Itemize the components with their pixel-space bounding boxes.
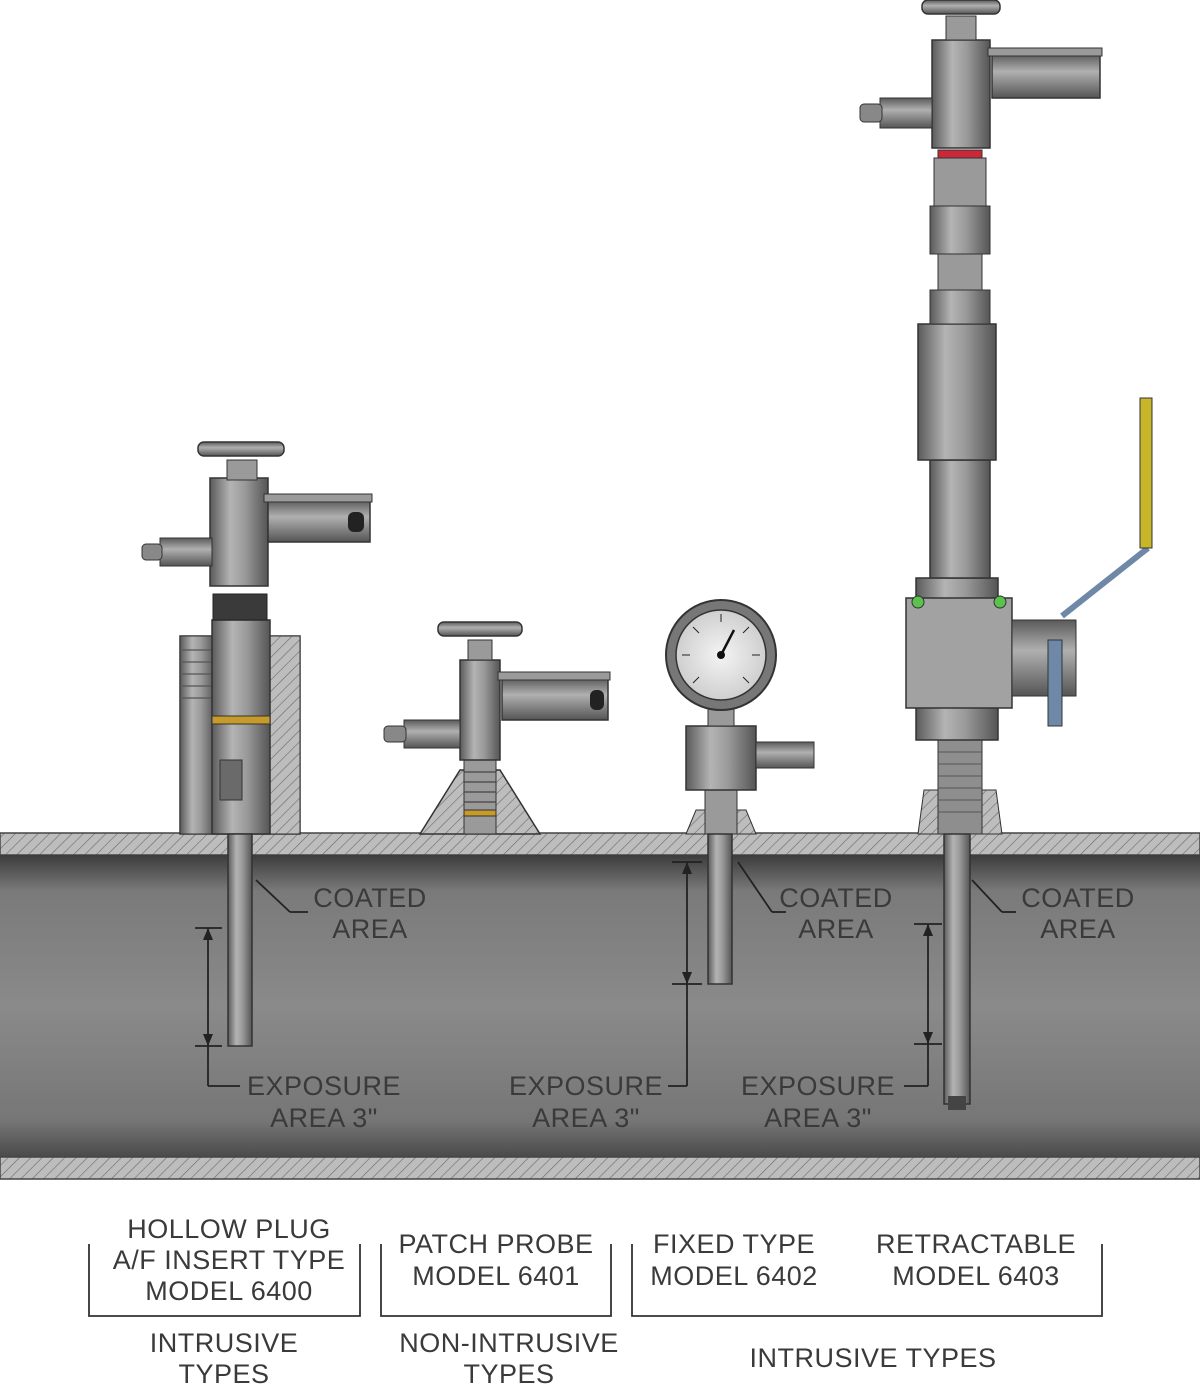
coated-area-label-1b: AREA bbox=[332, 914, 408, 944]
probe-model-6402 bbox=[665, 599, 815, 985]
probe-rod-6402 bbox=[707, 833, 733, 985]
category-intrusive-left-2: TYPES bbox=[178, 1359, 269, 1385]
pipe bbox=[0, 832, 1200, 1180]
model-6403-line1: RETRACTABLE bbox=[876, 1229, 1076, 1259]
coated-area-label-3: COATED bbox=[1021, 883, 1135, 913]
coated-area-label-2: COATED bbox=[779, 883, 893, 913]
probe-model-6400 bbox=[141, 441, 373, 1047]
probe-model-6401 bbox=[383, 621, 611, 835]
probe-model-6403 bbox=[859, 0, 1153, 1110]
probe-rod-6400 bbox=[227, 833, 253, 1047]
annotation-lines bbox=[195, 861, 1016, 1087]
exposure-area-label-1: EXPOSURE bbox=[247, 1071, 401, 1101]
category-non-intrusive-2: TYPES bbox=[463, 1359, 554, 1385]
model-6401-line2: MODEL 6401 bbox=[412, 1261, 580, 1291]
model-6400-line1: HOLLOW PLUG bbox=[127, 1214, 331, 1244]
model-6402-line1: FIXED TYPE bbox=[653, 1229, 815, 1259]
dimension-arrows bbox=[203, 862, 933, 1046]
coated-area-label-1: COATED bbox=[313, 883, 427, 913]
category-intrusive-left-1: INTRUSIVE bbox=[150, 1328, 299, 1358]
model-6400-line3: MODEL 6400 bbox=[145, 1276, 313, 1306]
exposure-area-label-1b: AREA 3" bbox=[270, 1103, 378, 1133]
model-6401-line1: PATCH PROBE bbox=[398, 1229, 593, 1259]
coated-area-label-3b: AREA bbox=[1040, 914, 1116, 944]
exposure-area-label-2b: AREA 3" bbox=[532, 1103, 640, 1133]
model-brackets bbox=[88, 1244, 1103, 1317]
category-non-intrusive-1: NON-INTRUSIVE bbox=[399, 1328, 619, 1358]
model-6403-line2: MODEL 6403 bbox=[892, 1261, 1060, 1291]
exposure-area-label-3b: AREA 3" bbox=[764, 1103, 872, 1133]
exposure-area-label-2: EXPOSURE bbox=[509, 1071, 663, 1101]
probe-rod-6403 bbox=[943, 833, 971, 1105]
pipe-interior bbox=[0, 855, 1200, 1157]
pipe-wall-top bbox=[0, 832, 1200, 856]
pipe-wall-bottom bbox=[0, 1156, 1200, 1180]
model-6402-line2: MODEL 6402 bbox=[650, 1261, 818, 1291]
model-6400-line2: A/F INSERT TYPE bbox=[113, 1245, 346, 1275]
exposure-area-label-3: EXPOSURE bbox=[741, 1071, 895, 1101]
coated-area-label-2b: AREA bbox=[798, 914, 874, 944]
category-intrusive-right: INTRUSIVE TYPES bbox=[749, 1343, 996, 1373]
